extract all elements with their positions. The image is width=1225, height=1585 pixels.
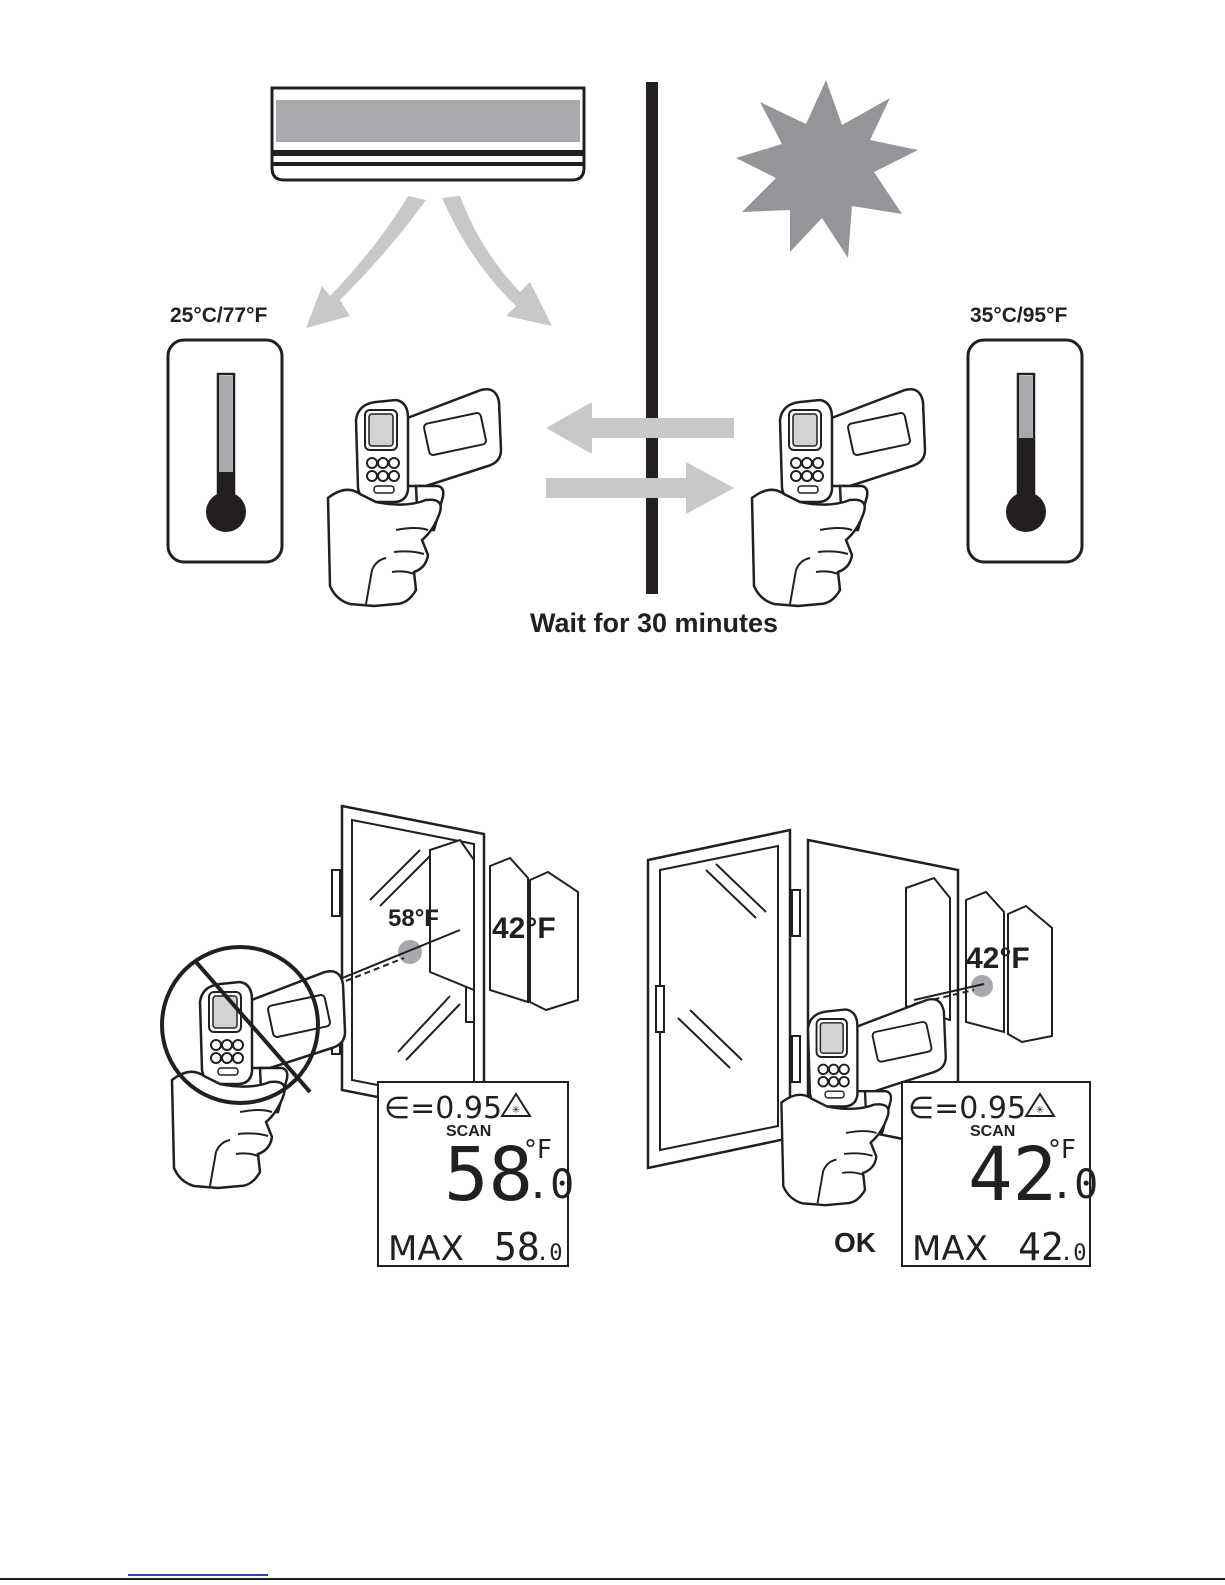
emissivity-readout-correct: ∈=0.95 [908,1091,1026,1126]
air-conditioner-unit [272,88,584,180]
laser-spot-glass [398,940,422,964]
max-reading-decimal-correct: .0 [1060,1241,1087,1266]
product-reading-label-correct: 42°F [966,942,1030,975]
max-label-wrong: MAX [388,1229,464,1269]
product-reading-label-wrong: 42°F [492,912,556,945]
ok-label: OK [834,1227,876,1258]
glass-reading-label: 58°F [388,905,439,932]
cool-air-arrow-left [306,196,426,328]
cool-thermometer-card [168,340,282,562]
arrow-to-hot-side [546,462,734,514]
main-reading-correct: 42 [968,1132,1057,1218]
wait-caption: Wait for 30 minutes [530,608,778,638]
svg-text:✳: ✳ [1036,1105,1044,1116]
max-reading-correct: 42 [1018,1225,1064,1269]
lcd-display-wrong: ∈=0.95 ✳ SCAN °F 58 .0 MAX 58 .0 [378,1082,574,1269]
main-reading-wrong: 58 [444,1132,533,1218]
ir-thermometer-hot-side [752,389,925,606]
room-temperature-label: 25°C/77°F [170,304,268,327]
cool-air-arrow-right [442,196,552,326]
arrow-to-cool-side [546,402,734,454]
svg-text:✳: ✳ [512,1105,520,1116]
cooler-glass-door-open [648,830,800,1168]
emissivity-readout-wrong: ∈=0.95 [384,1091,502,1126]
page-link-underline [128,1574,268,1576]
ir-thermometer-wrong [172,971,345,1188]
main-reading-decimal-wrong: .0 [526,1162,574,1208]
max-reading-decimal-wrong: .0 [536,1241,563,1266]
sun-icon [736,80,918,258]
lcd-display-correct: ∈=0.95 ✳ SCAN °F 42 .0 MAX 42 .0 [902,1082,1098,1269]
main-reading-decimal-correct: .0 [1050,1162,1098,1208]
dividing-wall [646,82,658,594]
ir-thermometer-cool-side [328,389,501,606]
hot-temperature-label: 35°C/95°F [970,304,1068,327]
max-label-correct: MAX [912,1229,988,1269]
max-reading-wrong: 58 [494,1225,540,1269]
page-bottom-rule [0,1578,1225,1580]
hot-thermometer-card [968,340,1082,562]
